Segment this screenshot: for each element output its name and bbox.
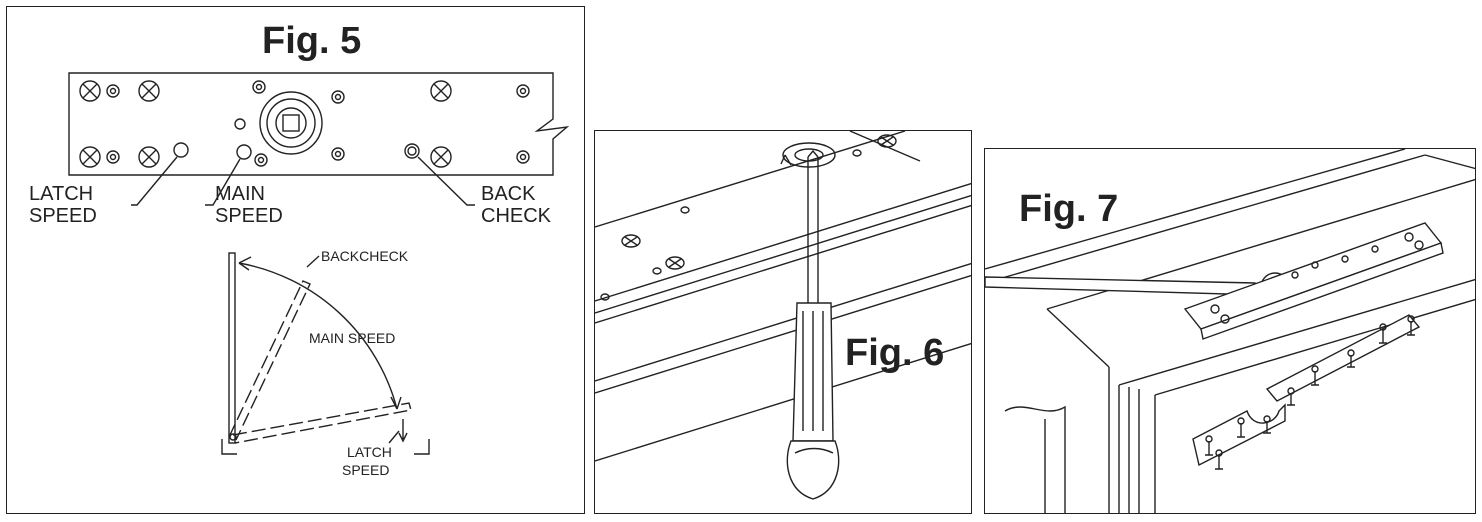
swing-label-main-speed: MAIN SPEED bbox=[309, 330, 395, 346]
jamb-stop-right bbox=[414, 439, 430, 455]
fig6-title: Fig. 6 bbox=[845, 332, 944, 374]
screw-icon bbox=[1205, 315, 1415, 470]
swing-arc bbox=[238, 262, 398, 410]
label-back-check: BACK CHECK bbox=[481, 183, 552, 227]
fig5-drawing: Fig. 5 bbox=[29, 20, 570, 478]
door-latch-position bbox=[232, 402, 412, 444]
fig7-panel: Fig. 7 bbox=[984, 148, 1476, 514]
mounting-plate bbox=[1192, 314, 1421, 467]
door-frame bbox=[985, 149, 1475, 513]
swing-label-latch-speed: LATCH SPEED bbox=[342, 444, 396, 478]
leader-latch bbox=[131, 156, 178, 206]
fig7-drawing: Fig. 7 bbox=[985, 149, 1475, 513]
closer-body bbox=[595, 131, 971, 462]
closer-body bbox=[1183, 222, 1444, 340]
bolt-icon bbox=[106, 80, 530, 167]
closer-body-plate bbox=[68, 72, 570, 176]
latch-speed-valve[interactable] bbox=[173, 142, 189, 158]
fig6-drawing: Fig. 6 bbox=[595, 131, 971, 500]
screw-icon bbox=[600, 134, 897, 301]
fig6-panel: Fig. 6 bbox=[594, 130, 972, 514]
leader-back bbox=[417, 156, 475, 206]
pinion-icon bbox=[259, 91, 323, 155]
rotation-arrow-icon bbox=[780, 142, 836, 168]
fig7-title: Fig. 7 bbox=[1019, 188, 1118, 230]
screw-icon bbox=[79, 80, 452, 168]
label-latch-speed: LATCH SPEED bbox=[29, 183, 99, 227]
label-main-speed: MAIN SPEED bbox=[215, 183, 283, 227]
door-swing-diagram bbox=[221, 252, 430, 455]
door-open-position bbox=[228, 252, 236, 444]
door-backcheck-position bbox=[228, 280, 311, 441]
screwdriver-icon[interactable] bbox=[786, 149, 840, 500]
jamb-stop-left bbox=[221, 439, 237, 455]
fig5-panel: Fig. 5 bbox=[6, 6, 585, 514]
leader-main bbox=[205, 158, 241, 206]
swing-label-backcheck: BACKCHECK bbox=[321, 248, 409, 264]
backcheck-valve[interactable] bbox=[404, 143, 420, 159]
main-speed-valve[interactable] bbox=[236, 144, 252, 160]
fig5-title: Fig. 5 bbox=[262, 20, 361, 62]
